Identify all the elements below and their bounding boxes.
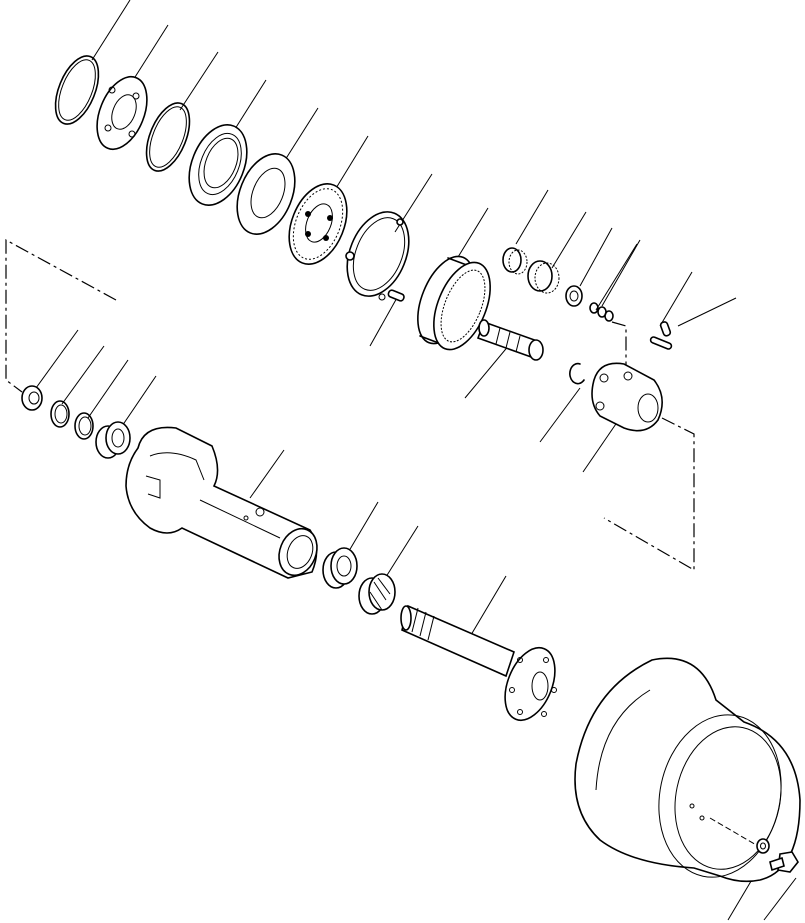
leader-line (179, 51, 219, 111)
wheel-bolt (769, 851, 799, 873)
planet-gear-small (502, 247, 528, 275)
tapered-roller-bearing (358, 573, 396, 615)
leader-lines (35, 0, 797, 921)
brake-band (345, 211, 410, 297)
ring-gear (417, 255, 491, 351)
bearing-small (565, 285, 583, 307)
leader-line (582, 417, 621, 473)
bearing-cup (322, 547, 358, 589)
snap-ring (50, 400, 70, 428)
shim-washer (74, 412, 94, 440)
friction-disc (188, 124, 248, 206)
leader-line (454, 207, 489, 263)
leader-line (129, 24, 169, 86)
wheel-washer (756, 838, 770, 854)
leader-line (249, 449, 285, 499)
leader-line (87, 359, 129, 419)
leader-line (677, 297, 737, 327)
leader-line (383, 525, 419, 581)
leader-line (595, 243, 638, 311)
steel-plate (236, 153, 296, 235)
o-ring-2 (145, 102, 191, 172)
brake-disc (288, 183, 348, 265)
reference-bracket-top (611, 321, 627, 372)
reference-bracket-left (5, 238, 117, 393)
axle-shaft (400, 604, 557, 721)
leader-line (539, 387, 581, 443)
leader-line (117, 375, 157, 433)
pin-washers (589, 302, 614, 322)
o-ring-1 (54, 55, 100, 125)
reference-brackets (5, 238, 695, 572)
dowel-pin (378, 289, 405, 302)
leader-line (601, 239, 641, 307)
reference-bracket-right (603, 417, 695, 572)
sun-gear-shaft (476, 319, 544, 361)
roll-pins (649, 321, 673, 350)
leader-line (579, 227, 613, 287)
axle-housing (125, 426, 318, 579)
thrust-plate (96, 76, 148, 150)
leader-line (467, 575, 507, 641)
lock-nut (21, 385, 43, 411)
leader-line (659, 271, 693, 327)
leader-line (369, 295, 399, 347)
planet-gear (527, 260, 560, 294)
leader-line (345, 501, 379, 557)
leader-line (515, 189, 549, 245)
leader-line (91, 0, 131, 61)
wheel-rim (574, 657, 801, 883)
leader-line (763, 877, 797, 921)
planet-carrier (591, 362, 663, 432)
bearing-cone (95, 421, 131, 459)
snap-ring-small (569, 362, 585, 385)
leader-line (61, 345, 105, 405)
leader-line (35, 329, 79, 389)
leader-line (551, 211, 587, 269)
